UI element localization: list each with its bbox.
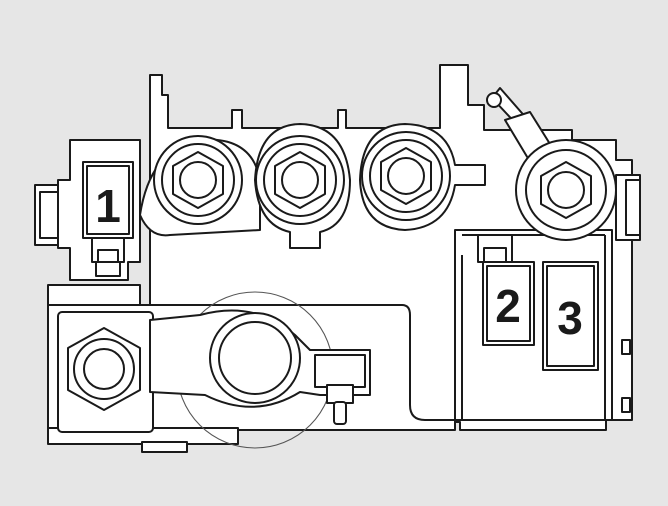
fuse-3-label: 3 (557, 292, 583, 344)
bolt-4 (486, 87, 617, 241)
bolt-3 (359, 123, 486, 231)
fuse-2: 2 (477, 234, 535, 346)
battery-terminal (67, 291, 371, 449)
fuse-2-label: 2 (495, 280, 521, 332)
fuse-1-label: 1 (95, 180, 121, 232)
bolt-2 (254, 123, 351, 249)
fuse-3: 3 (542, 261, 599, 371)
bolt-row (139, 87, 617, 249)
bolt-1 (139, 135, 261, 237)
fuse-1: 1 (82, 161, 134, 277)
